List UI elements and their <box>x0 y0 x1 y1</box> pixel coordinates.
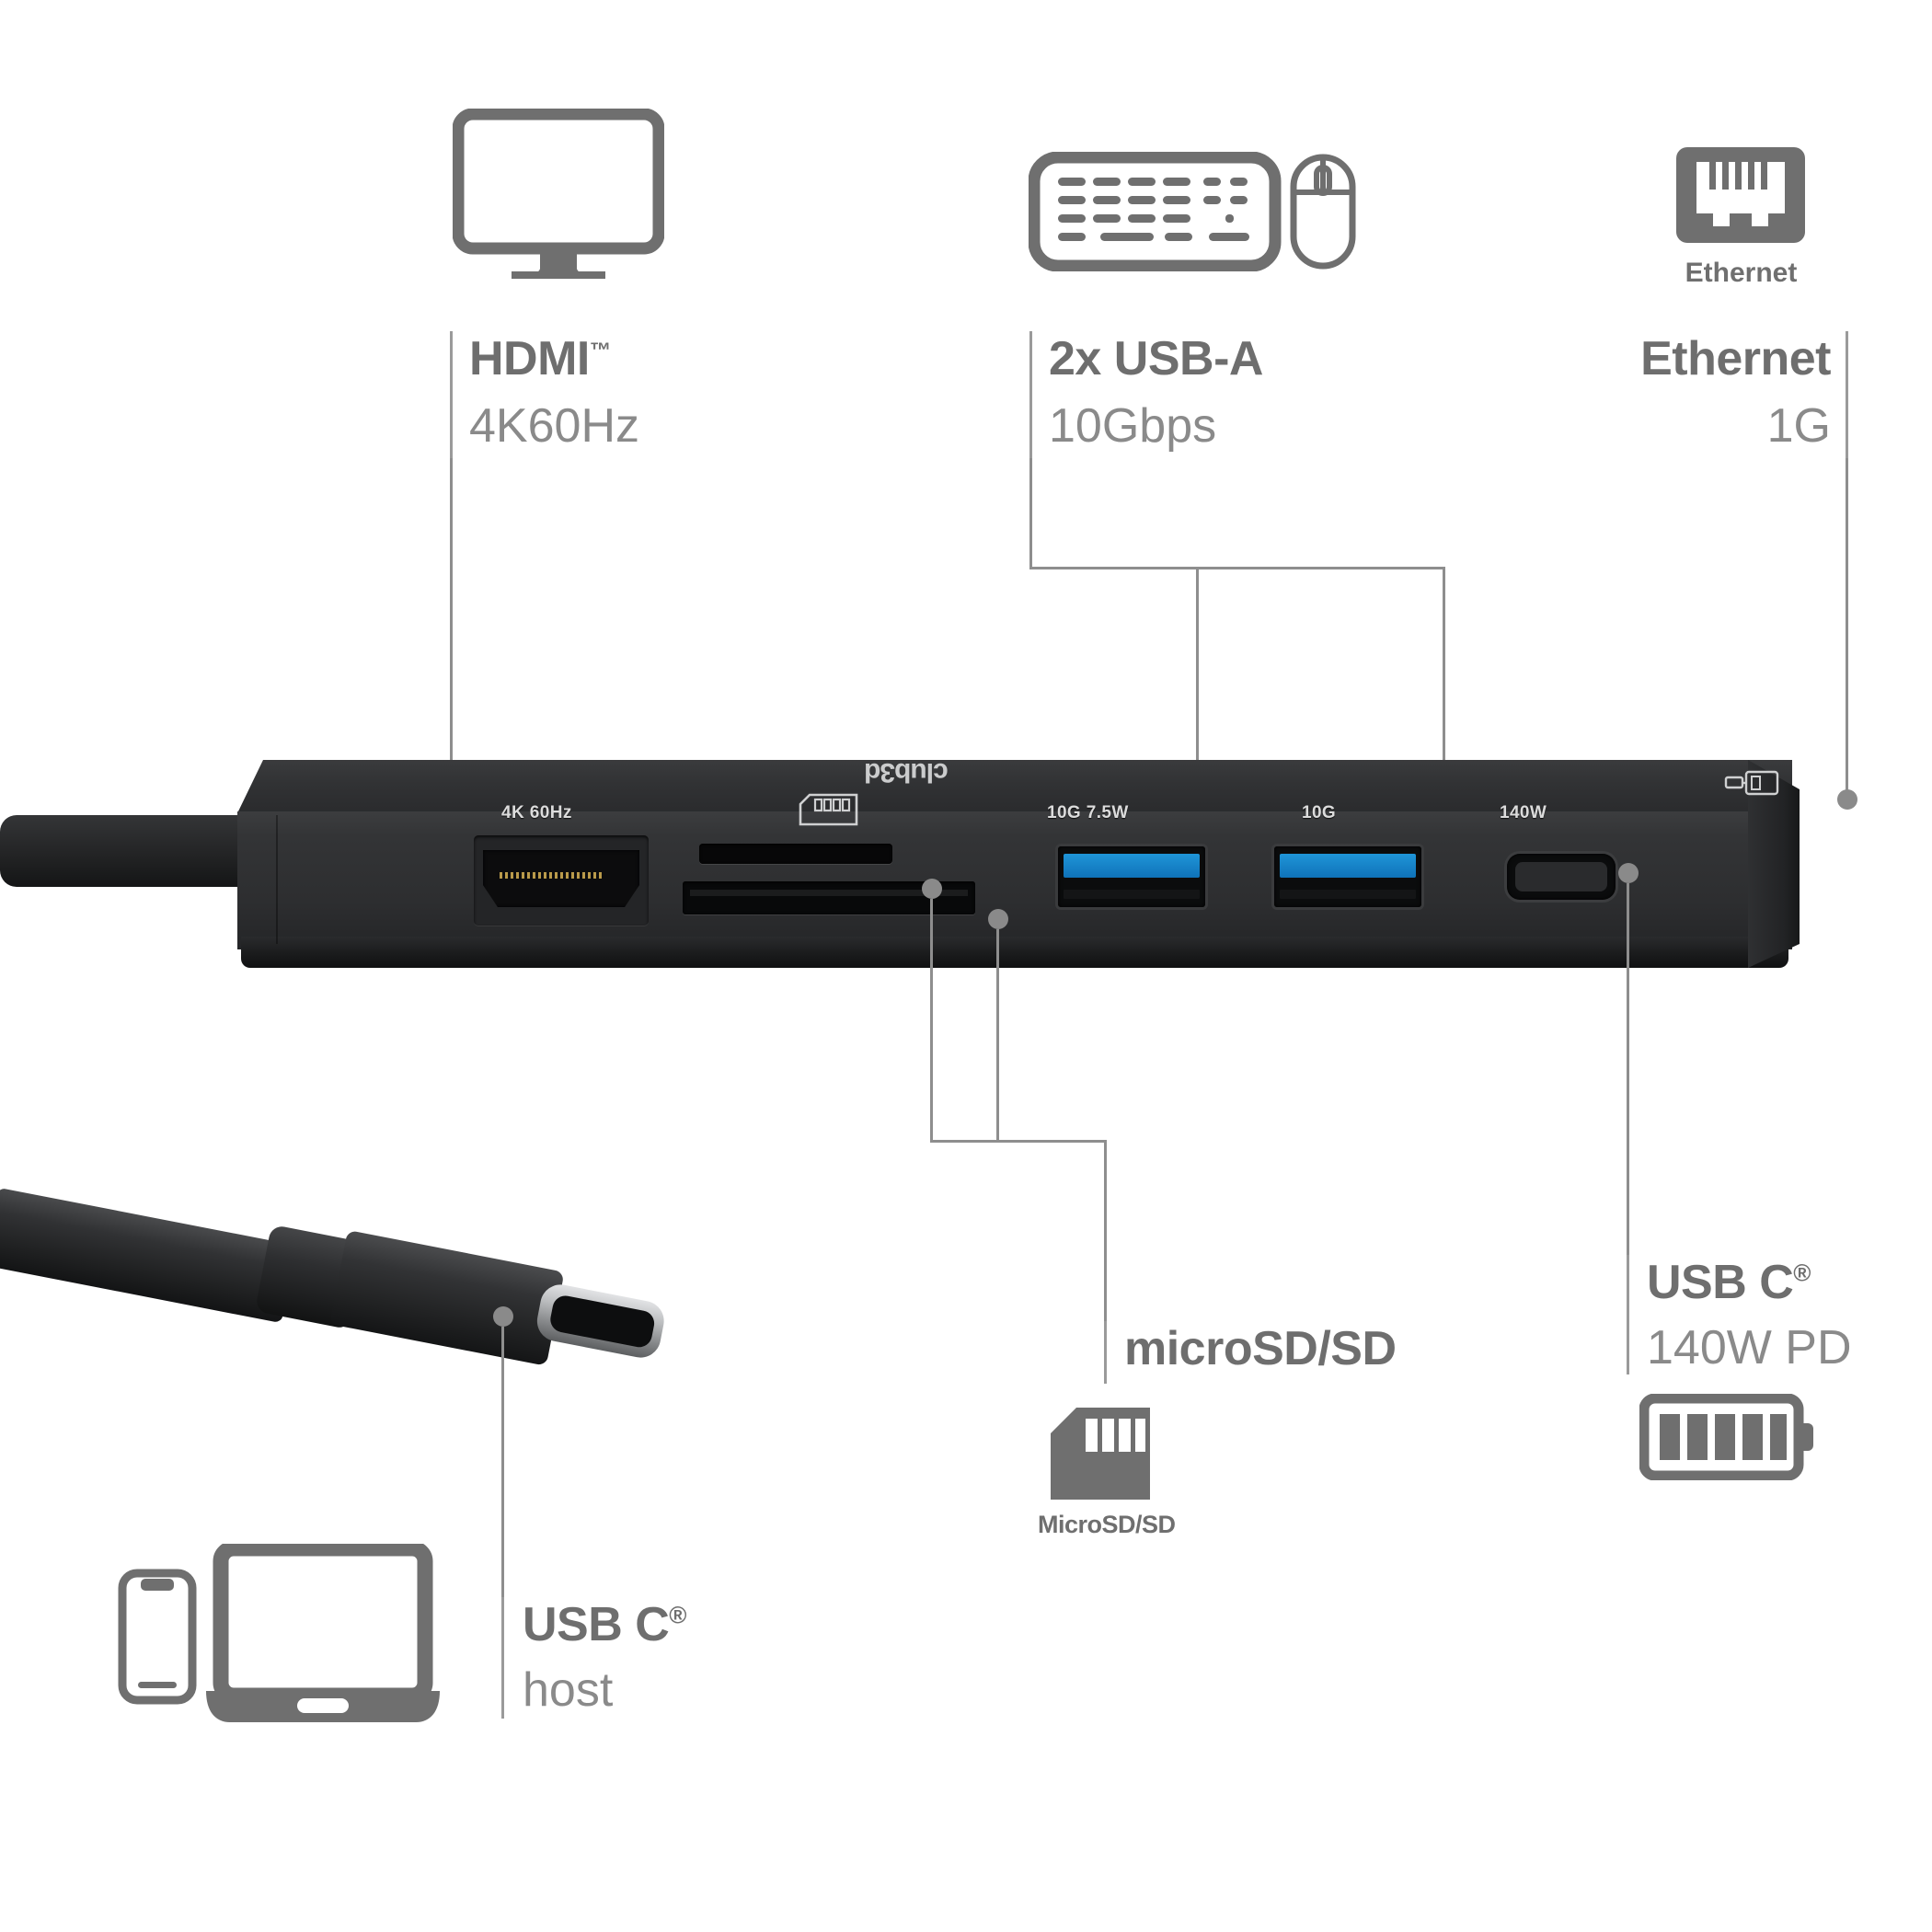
leader-microsd-leg-2 <box>996 929 999 1143</box>
hdmi-port <box>483 850 639 907</box>
leader-usb-a-leg-2 <box>1443 567 1445 824</box>
callout-microsd-sd-tick <box>1104 1321 1107 1384</box>
registered-symbol-host: ® <box>669 1601 686 1629</box>
port-label-usb-a-2: 10G <box>1302 803 1337 822</box>
leader-usb-a-leg-1 <box>1196 567 1199 824</box>
usb-a-port-2-blue-insert <box>1280 854 1416 878</box>
ethernet-port-icon <box>1722 769 1779 797</box>
callout-usb-a-sub: 10Gbps <box>1049 399 1217 453</box>
leader-dot-usb-c-host <box>493 1306 513 1327</box>
usb-c-pd-port[interactable] <box>1507 854 1616 900</box>
leader-usb-a-stem <box>1029 458 1032 567</box>
trademark-symbol: ™ <box>589 338 611 362</box>
leader-dot-ethernet <box>1837 789 1857 810</box>
brand-logo: club3d <box>865 757 949 788</box>
callout-usb-c-pd-tick <box>1627 1255 1629 1374</box>
keyboard-mouse-icon <box>1029 152 1369 271</box>
callout-microsd-sd: microSD/SD <box>1124 1325 1397 1373</box>
leader-dot-usb-c-pd <box>1618 863 1639 883</box>
port-label-usb-a-1: 10G 7.5W <box>1047 803 1129 822</box>
callout-hdmi-tick <box>450 331 453 458</box>
usb-c-pd-port-tongue <box>1515 862 1607 891</box>
leader-dot-microsd <box>922 879 942 899</box>
usb-c-cable-connector-housing <box>329 1229 565 1366</box>
callout-hdmi-title: HDMI™ <box>469 332 611 385</box>
callout-usb-a-title: 2x USB-A <box>1049 332 1263 385</box>
callout-hdmi: HDMI™ 4K60Hz <box>469 335 639 452</box>
leader-microsd-bar <box>930 1140 1107 1143</box>
port-label-hdmi: 4K 60Hz <box>501 803 572 822</box>
callout-ethernet-title: Ethernet <box>1640 332 1831 385</box>
sd-card-icon <box>1049 1406 1152 1501</box>
device-left-seam <box>276 815 278 944</box>
ethernet-icon-caption: Ethernet <box>1685 258 1798 288</box>
callout-hdmi-sub: 4K60Hz <box>469 399 639 453</box>
callout-usb-c-pd-sub: 140W PD <box>1647 1321 1852 1374</box>
phone-laptop-icon <box>118 1544 504 1728</box>
monitor-icon <box>453 109 664 279</box>
device-bottom-lip <box>241 937 1788 968</box>
usb-a-port-1-contacts <box>1064 890 1200 899</box>
callout-ethernet-sub: 1G <box>1766 399 1831 453</box>
leader-microsd-leg-1 <box>930 899 933 1143</box>
sd-card-outline-icon <box>799 793 859 826</box>
usb-c-cable-connector-tip <box>534 1281 668 1362</box>
usb-a-port-2-contacts <box>1280 890 1416 899</box>
callout-usb-c-pd: USB C® 140W PD <box>1647 1259 1852 1374</box>
leader-hdmi <box>450 458 453 824</box>
leader-usb-c-pd <box>1627 883 1629 1279</box>
leader-usb-a-bar <box>1029 567 1445 569</box>
hdmi-port-recess <box>474 835 649 926</box>
ethernet-rj45-icon <box>1676 147 1805 243</box>
callout-usb-c-host-title: USB C® <box>523 1598 686 1651</box>
microsd-card-slot[interactable] <box>699 844 892 864</box>
callout-usb-c-host: USB C® host <box>523 1601 686 1716</box>
leader-usb-c-host <box>501 1327 504 1693</box>
callout-usb-c-pd-title: USB C® <box>1647 1256 1811 1309</box>
leader-dot-sd <box>988 909 1008 929</box>
port-label-usb-c-pd: 140W <box>1500 803 1547 822</box>
hdmi-pins <box>500 872 602 879</box>
callout-ethernet: Ethernet 1G <box>1417 335 1831 452</box>
leader-microsd-stem <box>1104 1140 1107 1344</box>
registered-symbol: ® <box>1793 1259 1811 1287</box>
callout-ethernet-tick <box>1846 331 1848 458</box>
battery-full-icon <box>1639 1394 1814 1480</box>
usb-c-cable-wire <box>0 1187 297 1324</box>
usb-a-port-2[interactable] <box>1274 846 1421 907</box>
callout-usb-a-tick <box>1029 331 1032 458</box>
usb-a-port-1[interactable] <box>1058 846 1205 907</box>
sd-card-slot-inner <box>690 890 968 896</box>
sd-card-icon-caption: MicroSD/SD <box>1038 1511 1176 1538</box>
callout-usb-c-host-tick <box>501 1597 504 1719</box>
attached-cable-left <box>0 815 250 887</box>
usb-c-cable-connector-opening <box>547 1294 657 1350</box>
device-top-face <box>237 760 1792 813</box>
callout-microsd-sd-title: microSD/SD <box>1124 1322 1397 1375</box>
callout-usb-a: 2x USB-A 10Gbps <box>1049 335 1263 452</box>
usb-a-port-1-blue-insert <box>1064 854 1200 878</box>
callout-usb-c-host-sub: host <box>523 1663 614 1717</box>
leader-ethernet <box>1846 458 1848 799</box>
